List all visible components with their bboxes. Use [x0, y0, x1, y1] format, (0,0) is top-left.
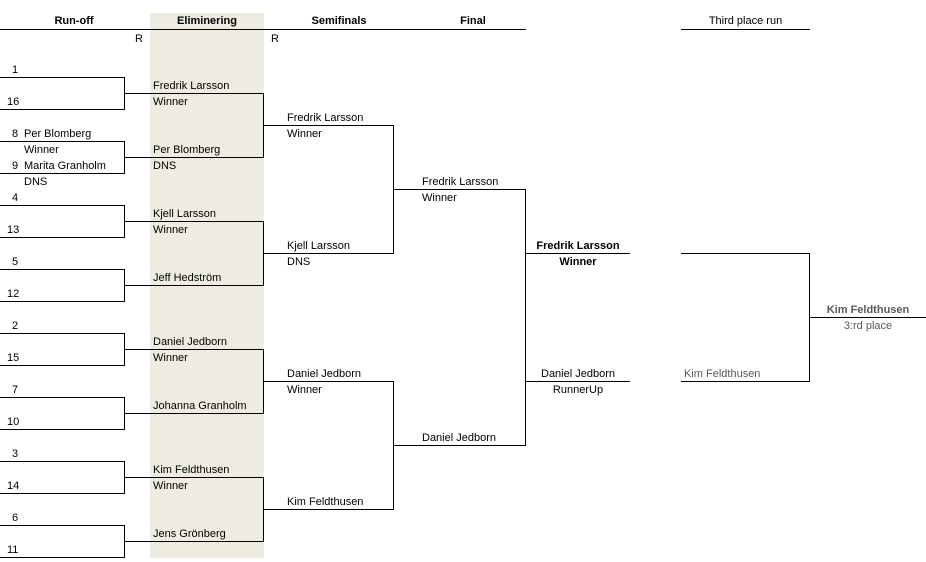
runoff-entrant-name: Marita Granholm [24, 160, 106, 172]
seed-number: 4 [12, 192, 19, 204]
seed-number: 3 [12, 448, 19, 460]
eliminering-entrant-name: Kjell Larsson [153, 208, 216, 220]
champion-name: Fredrik Larsson [536, 240, 620, 252]
eliminering-entrant-name: Per Blomberg [153, 144, 221, 156]
eliminering-entrant-name: Johanna Granholm [153, 400, 247, 412]
eliminering-entrant-name: Kim Feldthusen [153, 464, 230, 476]
champion-status: Winner [559, 256, 597, 268]
r-mark: R [135, 33, 143, 45]
final-entrant-name: Fredrik Larsson [422, 176, 499, 188]
seed-number: 11 [7, 544, 19, 556]
semifinal-entrant-name: Daniel Jedborn [287, 368, 361, 380]
seed-number: 15 [7, 352, 20, 364]
eliminering-entrant-name: Fredrik Larsson [153, 80, 230, 92]
eliminering-entrant-name: Jens Grönberg [153, 528, 226, 540]
eliminering-entrant-status: Winner [153, 352, 188, 364]
semifinal-entrant-status: Winner [287, 128, 322, 140]
header-third-place-run: Third place run [708, 15, 783, 27]
runoff-entrant-name: Per Blomberg [24, 128, 92, 140]
runoff-entrant-status: DNS [24, 176, 48, 188]
runner-up-name: Daniel Jedborn [541, 368, 615, 380]
final-entrant-status: Winner [422, 192, 457, 204]
third-place-entrant: Kim Feldthusen [684, 368, 761, 380]
runoff-entrant-status: Winner [24, 144, 59, 156]
seed-number: 6 [12, 512, 19, 524]
seed-number: 2 [12, 320, 19, 332]
eliminering-entrant-name: Daniel Jedborn [153, 336, 227, 348]
seed-number: 12 [7, 288, 20, 300]
third-place-status: 3:rd place [843, 320, 893, 332]
seed-number: 7 [12, 384, 19, 396]
eliminering-entrant-status: DNS [153, 160, 177, 172]
third-place-name: Kim Feldthusen [826, 304, 910, 316]
seed-number: 9 [12, 160, 19, 172]
semifinal-entrant-name: Kjell Larsson [287, 240, 350, 252]
r-mark: R [271, 33, 279, 45]
eliminering-entrant-status: Winner [153, 96, 188, 108]
seed-number: 14 [7, 480, 20, 492]
seed-number: 13 [7, 224, 20, 236]
semifinal-entrant-name: Fredrik Larsson [287, 112, 364, 124]
eliminering-entrant-name: Jeff Hedström [153, 272, 222, 284]
final-entrant-name: Daniel Jedborn [422, 432, 496, 444]
header-semifinals: Semifinals [311, 15, 367, 27]
eliminering-entrant-status: Winner [153, 224, 188, 236]
semifinal-entrant-status: DNS [287, 256, 311, 268]
seed-number: 16 [7, 96, 20, 108]
header-final: Final [460, 15, 486, 27]
header-runoff: Run-off [54, 15, 94, 27]
seed-number: 10 [7, 416, 20, 428]
header-eliminering: Eliminering [177, 15, 237, 27]
seed-number: 8 [12, 128, 19, 140]
eliminering-entrant-status: Winner [153, 480, 188, 492]
runner-up-status: RunnerUp [552, 384, 604, 396]
seed-number: 5 [12, 256, 19, 268]
seed-number: 1 [12, 64, 19, 76]
semifinal-entrant-status: Winner [287, 384, 322, 396]
semifinal-entrant-name: Kim Feldthusen [287, 496, 364, 508]
